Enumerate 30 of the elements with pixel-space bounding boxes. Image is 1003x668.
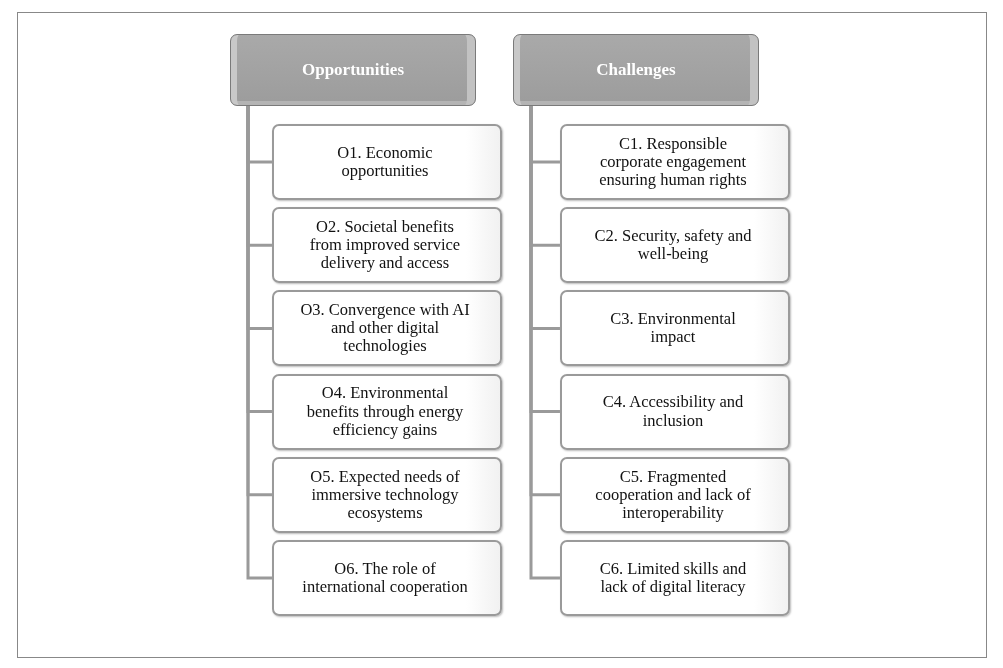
- item-box: [272, 540, 502, 616]
- item-box: [272, 456, 502, 533]
- header-label: Opportunities: [302, 60, 404, 80]
- connector-line: [246, 106, 272, 580]
- item-box: [560, 207, 790, 284]
- item-label: C1. Responsible corporate engagement ensuring human rights: [598, 134, 748, 190]
- item-label: O4. Environmental benefits through energy efficiency gains: [305, 384, 465, 439]
- item-label: O2. Societal benefits from improved service delivery and access: [308, 217, 462, 273]
- item-box: [272, 290, 502, 367]
- item-label: O3. Convergence with AI and other digital technologies: [299, 301, 471, 356]
- item-label: O6. The role of international cooperation: [301, 559, 469, 597]
- item-label: C4. Accessibility and inclusion: [601, 393, 745, 430]
- item-box: [560, 124, 790, 200]
- category-header: [513, 34, 759, 106]
- item-box: [560, 456, 790, 533]
- item-label: O5. Expected needs of immersive technology ecosystems: [309, 467, 461, 522]
- item-label: C5. Fragmented cooperation and lack of interoperability: [594, 467, 752, 522]
- item-box: [560, 290, 790, 367]
- item-label: O1. Economic opportunities: [336, 143, 434, 181]
- item-label: C6. Limited skills and lack of digital literacy: [598, 559, 748, 597]
- item-box: [272, 373, 502, 450]
- item-label: C2. Security, safety and well-being: [593, 227, 753, 264]
- header-label: Challenges: [596, 60, 676, 80]
- category-header: [230, 34, 476, 106]
- item-label: C3. Environmental impact: [609, 310, 737, 347]
- item-box: [560, 540, 790, 616]
- item-box: [272, 207, 502, 284]
- item-box: [560, 373, 790, 450]
- item-box: [272, 124, 502, 200]
- connector-line: [529, 106, 560, 580]
